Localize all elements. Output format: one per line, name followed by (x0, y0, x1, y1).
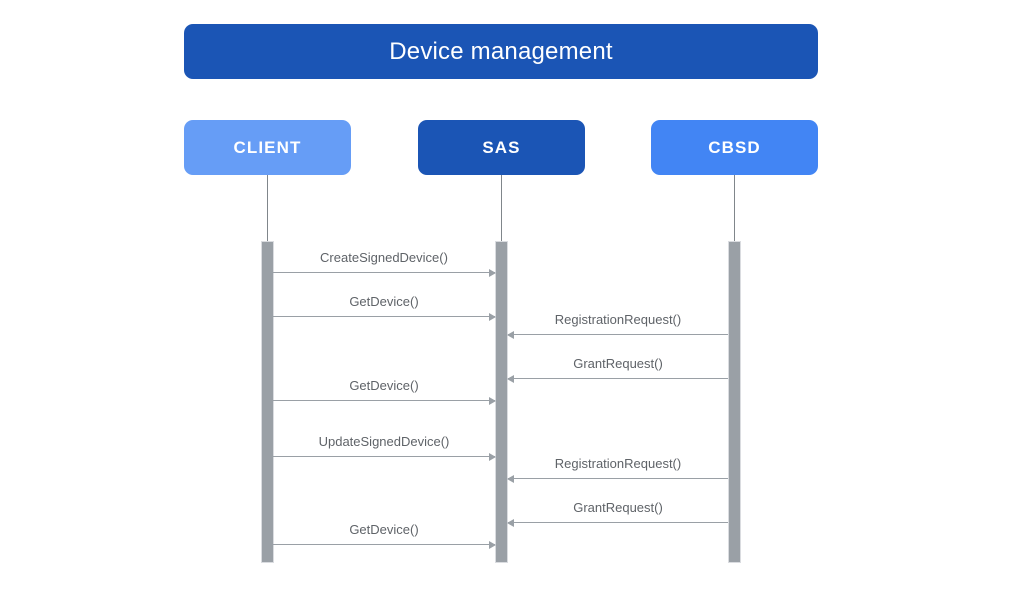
participant-cbsd[interactable]: CBSD (651, 120, 818, 175)
message-label: GetDevice() (349, 294, 419, 310)
arrowhead-left-icon (507, 518, 514, 527)
participant-client[interactable]: CLIENT (184, 120, 351, 175)
lifeline-cbsd (734, 175, 735, 241)
arrowhead-left-icon (507, 330, 514, 339)
participant-label-sas: SAS (482, 138, 521, 157)
activation-bar-sas (495, 241, 508, 563)
arrow-line (273, 456, 495, 457)
message-arrow[interactable]: GetDevice() (273, 378, 496, 405)
arrowhead-left-icon (507, 474, 514, 483)
arrowhead-right-icon (489, 540, 496, 549)
message-label: GetDevice() (349, 378, 419, 394)
lifeline-client (267, 175, 268, 241)
message-arrow[interactable]: UpdateSignedDevice() (273, 434, 496, 461)
arrowhead-right-icon (489, 452, 496, 461)
arrowhead-left-icon (507, 374, 514, 383)
arrowhead-right-icon (489, 312, 496, 321)
arrow-line (508, 334, 728, 335)
arrow-line (273, 316, 495, 317)
arrow-line (273, 272, 495, 273)
message-arrow[interactable]: RegistrationRequest() (507, 456, 728, 483)
message-label: RegistrationRequest() (554, 456, 682, 472)
lifeline-sas (501, 175, 502, 241)
participant-sas[interactable]: SAS (418, 120, 585, 175)
message-label: UpdateSignedDevice() (318, 434, 450, 450)
participant-label-cbsd: CBSD (708, 138, 761, 157)
arrowhead-right-icon (489, 396, 496, 405)
message-arrow[interactable]: GetDevice() (273, 294, 496, 321)
message-arrow[interactable]: CreateSignedDevice() (273, 250, 496, 277)
message-label: GrantRequest() (573, 356, 663, 372)
arrow-line (508, 478, 728, 479)
message-label: GrantRequest() (573, 500, 663, 516)
diagram-title-banner: Device management (184, 24, 818, 79)
message-arrow[interactable]: RegistrationRequest() (507, 312, 728, 339)
arrow-line (508, 378, 728, 379)
page-title: Device management (389, 37, 613, 65)
arrow-line (273, 400, 495, 401)
activation-bar-cbsd (728, 241, 741, 563)
message-label: RegistrationRequest() (554, 312, 682, 328)
message-label: CreateSignedDevice() (320, 250, 448, 266)
participant-label-client: CLIENT (233, 138, 302, 157)
message-arrow[interactable]: GrantRequest() (507, 356, 728, 383)
message-arrow[interactable]: GetDevice() (273, 522, 496, 549)
message-label: GetDevice() (349, 522, 419, 538)
arrowhead-right-icon (489, 268, 496, 277)
message-arrow[interactable]: GrantRequest() (507, 500, 728, 527)
arrow-line (508, 522, 728, 523)
activation-bar-client (261, 241, 274, 563)
arrow-line (273, 544, 495, 545)
